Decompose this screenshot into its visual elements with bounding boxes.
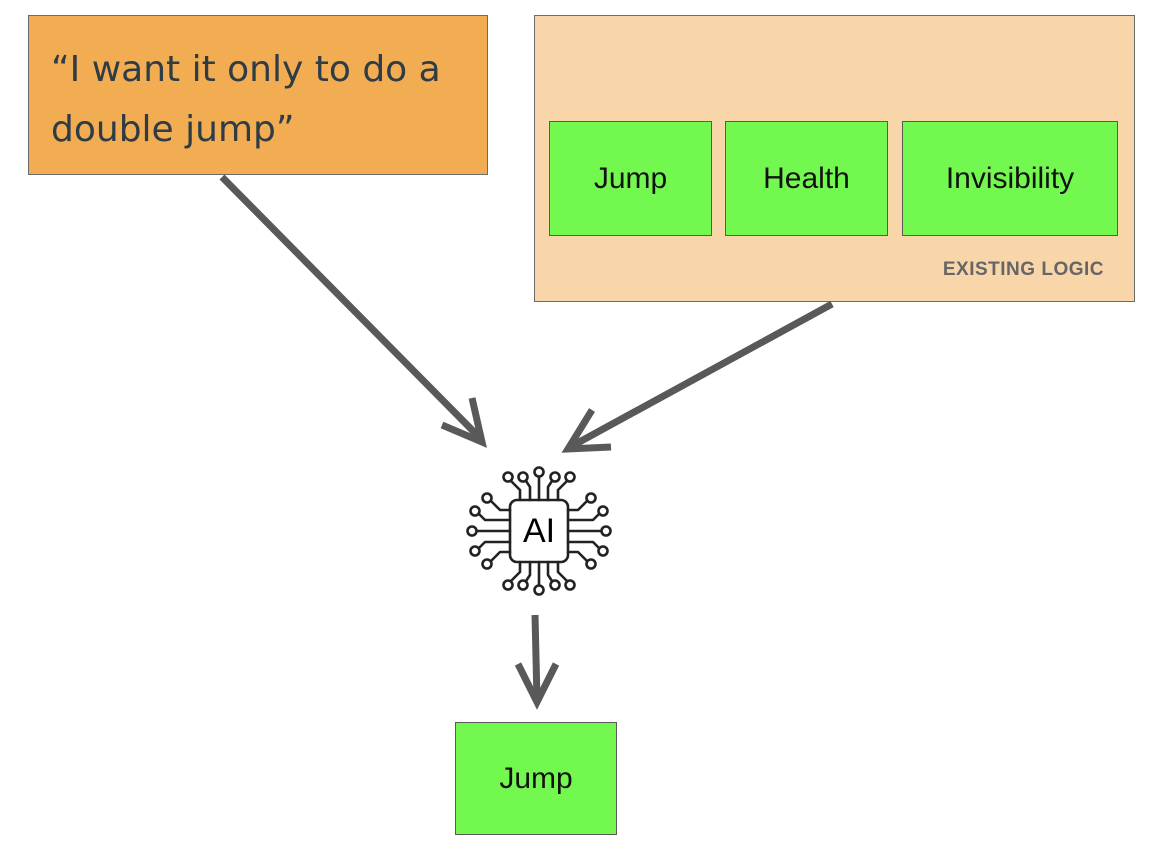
output-jump: Jump xyxy=(455,722,617,835)
request-quote-text: “I want it only to do a double jump” xyxy=(51,49,441,150)
arrow-ai-to-output xyxy=(514,614,560,710)
ai-chip-icon xyxy=(466,466,612,596)
feature-jump: Jump xyxy=(549,121,712,236)
feature-invisibility: Invisibility xyxy=(902,121,1118,236)
ai-label: AI xyxy=(522,511,556,550)
request-quote-box: “I want it only to do a double jump” xyxy=(28,15,488,175)
existing-logic-group: Jump Health Invisibility EXISTING LOGIC xyxy=(534,15,1135,302)
arrow-logic-to-ai xyxy=(561,300,834,453)
arrow-request-to-ai xyxy=(219,174,487,448)
feature-health: Health xyxy=(725,121,888,236)
existing-logic-label: EXISTING LOGIC xyxy=(942,259,1104,280)
